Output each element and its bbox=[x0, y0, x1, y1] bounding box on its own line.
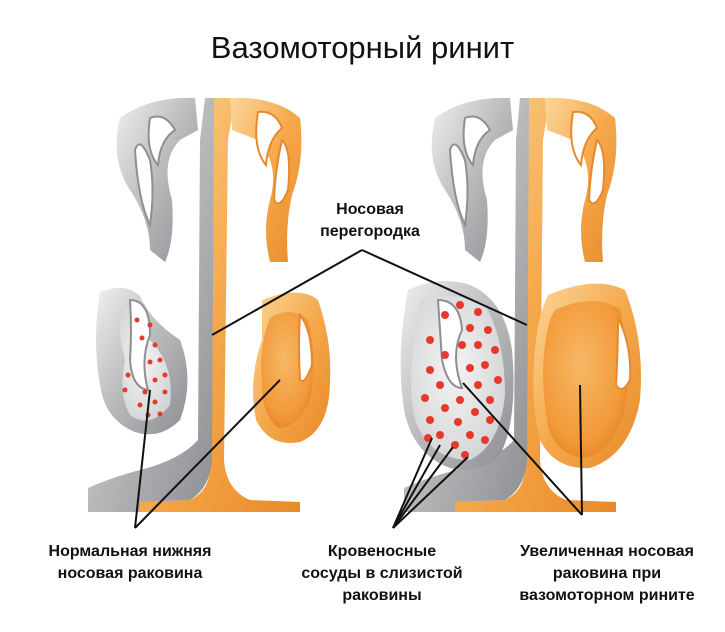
pointer-lines bbox=[134, 249, 583, 529]
left-upper-concha-gray bbox=[116, 97, 198, 262]
left-nasal-cavity bbox=[88, 97, 331, 512]
vessel-pointer-3 bbox=[392, 446, 454, 529]
label-normal-line-2: носовая раковина bbox=[57, 565, 203, 582]
label-septum-line-2: перегородка bbox=[320, 223, 420, 240]
label-nasal-septum: Носовая перегородка bbox=[290, 199, 450, 243]
right-nasal-cavity bbox=[400, 97, 641, 512]
septum-pointer-right bbox=[361, 249, 528, 326]
label-enlarged-line-3: вазомоторном рините bbox=[519, 587, 695, 604]
left-septum bbox=[140, 98, 300, 512]
label-blood-vessels: Кровеносные сосуды в слизистой раковины bbox=[282, 541, 482, 607]
label-septum-line-1: Носовая bbox=[336, 201, 404, 218]
enlarged-pointer-2 bbox=[579, 384, 583, 516]
diagram-title: Вазомоторный ринит bbox=[210, 30, 515, 65]
vessel-pointer-2 bbox=[392, 444, 441, 529]
label-enlarged-concha: Увеличенная носовая раковина при вазомот… bbox=[492, 541, 722, 607]
enlarged-pointer-1 bbox=[462, 382, 583, 516]
left-blood-vessel-dots bbox=[122, 317, 168, 418]
label-vessels-line-3: раковины bbox=[342, 587, 422, 604]
septum-pointer-left bbox=[211, 249, 363, 336]
normal-pointer-2 bbox=[134, 379, 281, 529]
label-enlarged-line-1: Увеличенная носовая bbox=[520, 543, 694, 560]
label-normal-line-1: Нормальная нижняя bbox=[48, 543, 212, 560]
vessel-pointer-4 bbox=[392, 456, 469, 529]
normal-pointer-1 bbox=[134, 389, 151, 529]
right-upper-concha-gray bbox=[431, 97, 513, 262]
vessel-pointer-1 bbox=[392, 437, 433, 529]
right-septum bbox=[455, 98, 616, 512]
label-normal-concha: Нормальная нижняя носовая раковина bbox=[10, 541, 250, 585]
label-vessels-line-1: Кровеносные bbox=[327, 543, 437, 560]
right-upper-concha-orange bbox=[545, 97, 617, 262]
right-blood-vessel-dots bbox=[421, 301, 502, 459]
label-enlarged-line-2: раковина при bbox=[552, 565, 662, 582]
left-upper-concha-orange bbox=[230, 97, 302, 262]
label-vessels-line-2: сосуды в слизистой bbox=[301, 565, 463, 582]
